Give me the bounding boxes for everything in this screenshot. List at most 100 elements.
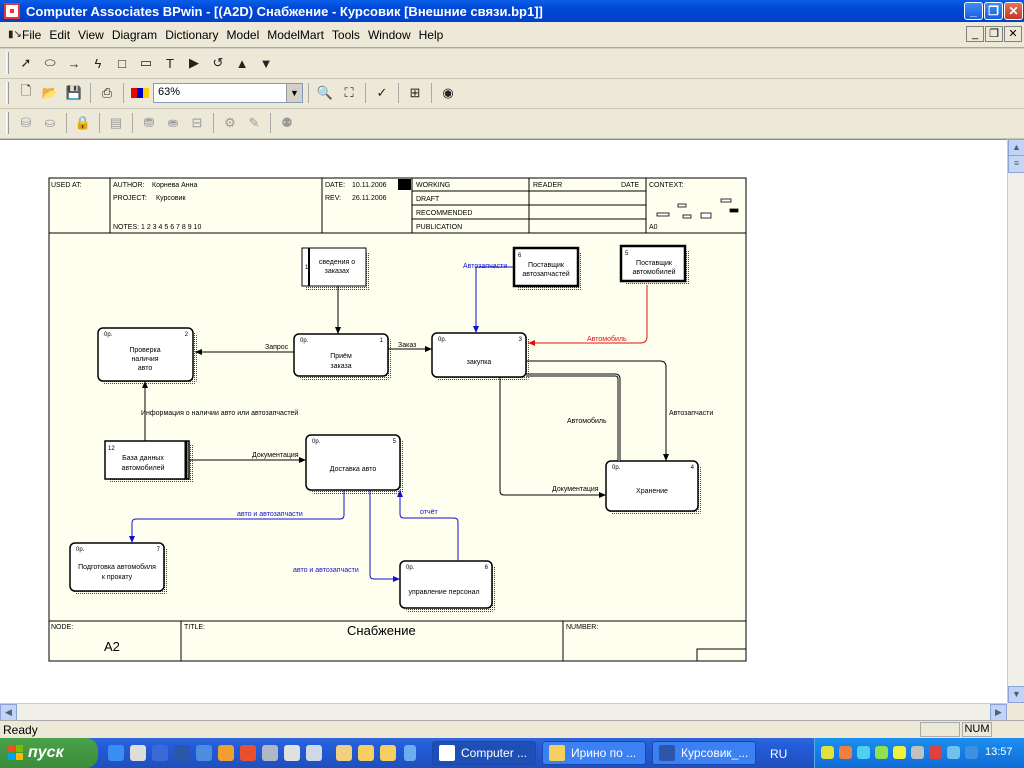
activity-box-tool-icon[interactable]: ⬭: [44, 55, 56, 70]
text-tool-icon[interactable]: T: [166, 55, 174, 71]
notepad-icon[interactable]: [284, 745, 300, 761]
folder-icon[interactable]: [358, 745, 374, 761]
chevron-down-icon[interactable]: ▼: [286, 84, 302, 102]
cards-icon[interactable]: [306, 745, 322, 761]
disconnect-icon[interactable]: ⛀: [44, 115, 56, 130]
lock-icon[interactable]: 🔒: [74, 115, 92, 130]
minimize-button[interactable]: _: [964, 2, 983, 20]
activity-box-staff[interactable]: 0р. 6 управление персонал: [399, 560, 496, 612]
pointer-icon[interactable]: ➚: [20, 55, 32, 70]
activity-box-check[interactable]: 0р. 2 Проверка наличия авто: [97, 327, 197, 385]
tray-icon-2[interactable]: [839, 746, 852, 759]
start-button[interactable]: пуск: [0, 738, 98, 768]
scroll-left-icon[interactable]: ◀: [0, 704, 17, 721]
modelmart-icon[interactable]: ◉: [442, 85, 454, 100]
external-parts-supplier[interactable]: 6 Поставщик автозапчастей: [512, 246, 582, 290]
save-icon[interactable]: 💾: [65, 85, 83, 100]
mdi-doc-icon[interactable]: ▮↘: [8, 29, 22, 40]
menu-model[interactable]: Model: [226, 27, 260, 42]
move-down-icon[interactable]: ▼: [259, 55, 273, 71]
arrow-car-in[interactable]: [528, 285, 648, 346]
vertical-scrollbar[interactable]: ▲ ≡ ▼: [1007, 139, 1024, 703]
menu-dictionary[interactable]: Dictionary: [165, 27, 219, 42]
desktop-icon[interactable]: [152, 745, 168, 761]
print-icon[interactable]: ⎙: [101, 85, 113, 100]
word-icon[interactable]: [174, 745, 190, 761]
menu-tools[interactable]: Tools: [331, 27, 360, 42]
zoom-fit-icon[interactable]: ⛶: [344, 85, 354, 100]
save-mart-icon[interactable]: ⛂: [167, 115, 179, 130]
model-explorer-icon[interactable]: ⊞: [409, 85, 421, 100]
manager-icon[interactable]: ⊟: [191, 115, 203, 130]
tray-icon-1[interactable]: [821, 746, 834, 759]
maximize-button[interactable]: ❐: [984, 2, 1003, 20]
move-up-icon[interactable]: ▲: [235, 55, 249, 71]
close-button[interactable]: ✕: [1004, 2, 1023, 20]
tray-icon-9[interactable]: [965, 746, 978, 759]
mail-icon[interactable]: [240, 745, 256, 761]
spell-check-icon[interactable]: ✓: [376, 85, 388, 100]
library-icon[interactable]: ▤: [109, 115, 123, 130]
tray-icon-7[interactable]: [929, 746, 942, 759]
arrow-auto-parts-1[interactable]: [129, 490, 345, 543]
tray-icon-8[interactable]: [947, 746, 960, 759]
menu-help[interactable]: Help: [418, 27, 444, 42]
activity-box-receive[interactable]: 0р. 1 Приём заказа: [293, 333, 392, 380]
task-word[interactable]: Курсовик_...: [652, 741, 756, 765]
arrow-parts-in[interactable]: [473, 266, 514, 333]
mdi-restore-button[interactable]: ❐: [985, 26, 1003, 42]
task-bpwin[interactable]: Computer ...: [432, 741, 536, 765]
app-icon[interactable]: [4, 3, 20, 19]
activity-box-delivery[interactable]: 0р. 5 Доставка авто: [305, 434, 404, 494]
folder-2-icon[interactable]: [380, 745, 396, 761]
color-palette-icon[interactable]: [129, 82, 151, 104]
ie-icon[interactable]: [108, 745, 124, 761]
squiggle-tool-icon[interactable]: ϟ: [94, 55, 102, 71]
expand-icon[interactable]: [404, 745, 416, 761]
task-folder[interactable]: Ирино по ...: [542, 741, 646, 765]
users-icon[interactable]: ⚉: [281, 115, 293, 130]
activity-box-storage[interactable]: 0р. 4 Хранение: [605, 460, 702, 515]
joystick-icon[interactable]: [262, 745, 278, 761]
scroll-up-icon[interactable]: ▲: [1008, 139, 1024, 156]
language-indicator[interactable]: RU: [770, 747, 788, 761]
scroll-thumb[interactable]: ≡: [1008, 155, 1024, 173]
merge-icon[interactable]: ⚙: [224, 115, 236, 130]
tray-icon-5[interactable]: [893, 746, 906, 759]
zoom-in-icon[interactable]: 🔍: [316, 85, 334, 100]
arrow-report[interactable]: [397, 490, 459, 561]
arrow-parts-store[interactable]: [526, 360, 669, 461]
arrow-auto-parts-2[interactable]: [369, 490, 400, 582]
external-car-supplier[interactable]: 5 Поставщик автомобилей: [619, 244, 689, 285]
menu-file[interactable]: File: [22, 27, 42, 42]
menu-edit[interactable]: Edit: [49, 27, 71, 42]
connect-icon[interactable]: ⛁: [20, 115, 32, 130]
external-car-database[interactable]: 12 База данных автомобилей: [104, 440, 193, 483]
scroll-down-icon[interactable]: ▼: [1008, 686, 1024, 703]
horizontal-scrollbar[interactable]: ◀ ▶: [0, 703, 1007, 721]
go-to-child-icon[interactable]: ▶: [189, 55, 199, 70]
data-store-tool-icon[interactable]: ▭: [139, 55, 153, 70]
menu-view[interactable]: View: [78, 27, 104, 42]
open-mart-icon[interactable]: ⛃: [143, 115, 155, 130]
external-ref-tool-icon[interactable]: □: [118, 55, 126, 71]
phone-icon[interactable]: [336, 745, 352, 761]
new-file-icon[interactable]: 🗋: [20, 83, 32, 98]
activity-box-prepare[interactable]: 0р. 7 Подготовка автомобиля к прокату: [69, 542, 168, 595]
arrow-tool-icon[interactable]: →: [67, 55, 81, 71]
actions-icon[interactable]: ✎: [248, 115, 260, 130]
clock-icon[interactable]: [218, 745, 234, 761]
menu-window[interactable]: Window: [367, 27, 411, 42]
external-orders[interactable]: 1 сведения о заказах: [301, 247, 370, 290]
app-quick-icon[interactable]: [196, 745, 212, 761]
tray-icon-4[interactable]: [875, 746, 888, 759]
open-folder-icon[interactable]: 📂: [41, 85, 59, 100]
scroll-right-icon[interactable]: ▶: [990, 704, 1007, 721]
go-to-parent-icon[interactable]: ↺: [212, 55, 224, 70]
arrow-documentation-2[interactable]: [499, 377, 606, 498]
diagram-canvas[interactable]: USED AT: AUTHOR: Корнева Анна PROJECT: К…: [0, 139, 1007, 703]
tray-icon-3[interactable]: [857, 746, 870, 759]
menu-modelmart[interactable]: ModelMart: [267, 27, 324, 42]
activity-box-purchase[interactable]: 0р. 3 закупка: [431, 332, 530, 381]
media-player-icon[interactable]: [130, 745, 146, 761]
